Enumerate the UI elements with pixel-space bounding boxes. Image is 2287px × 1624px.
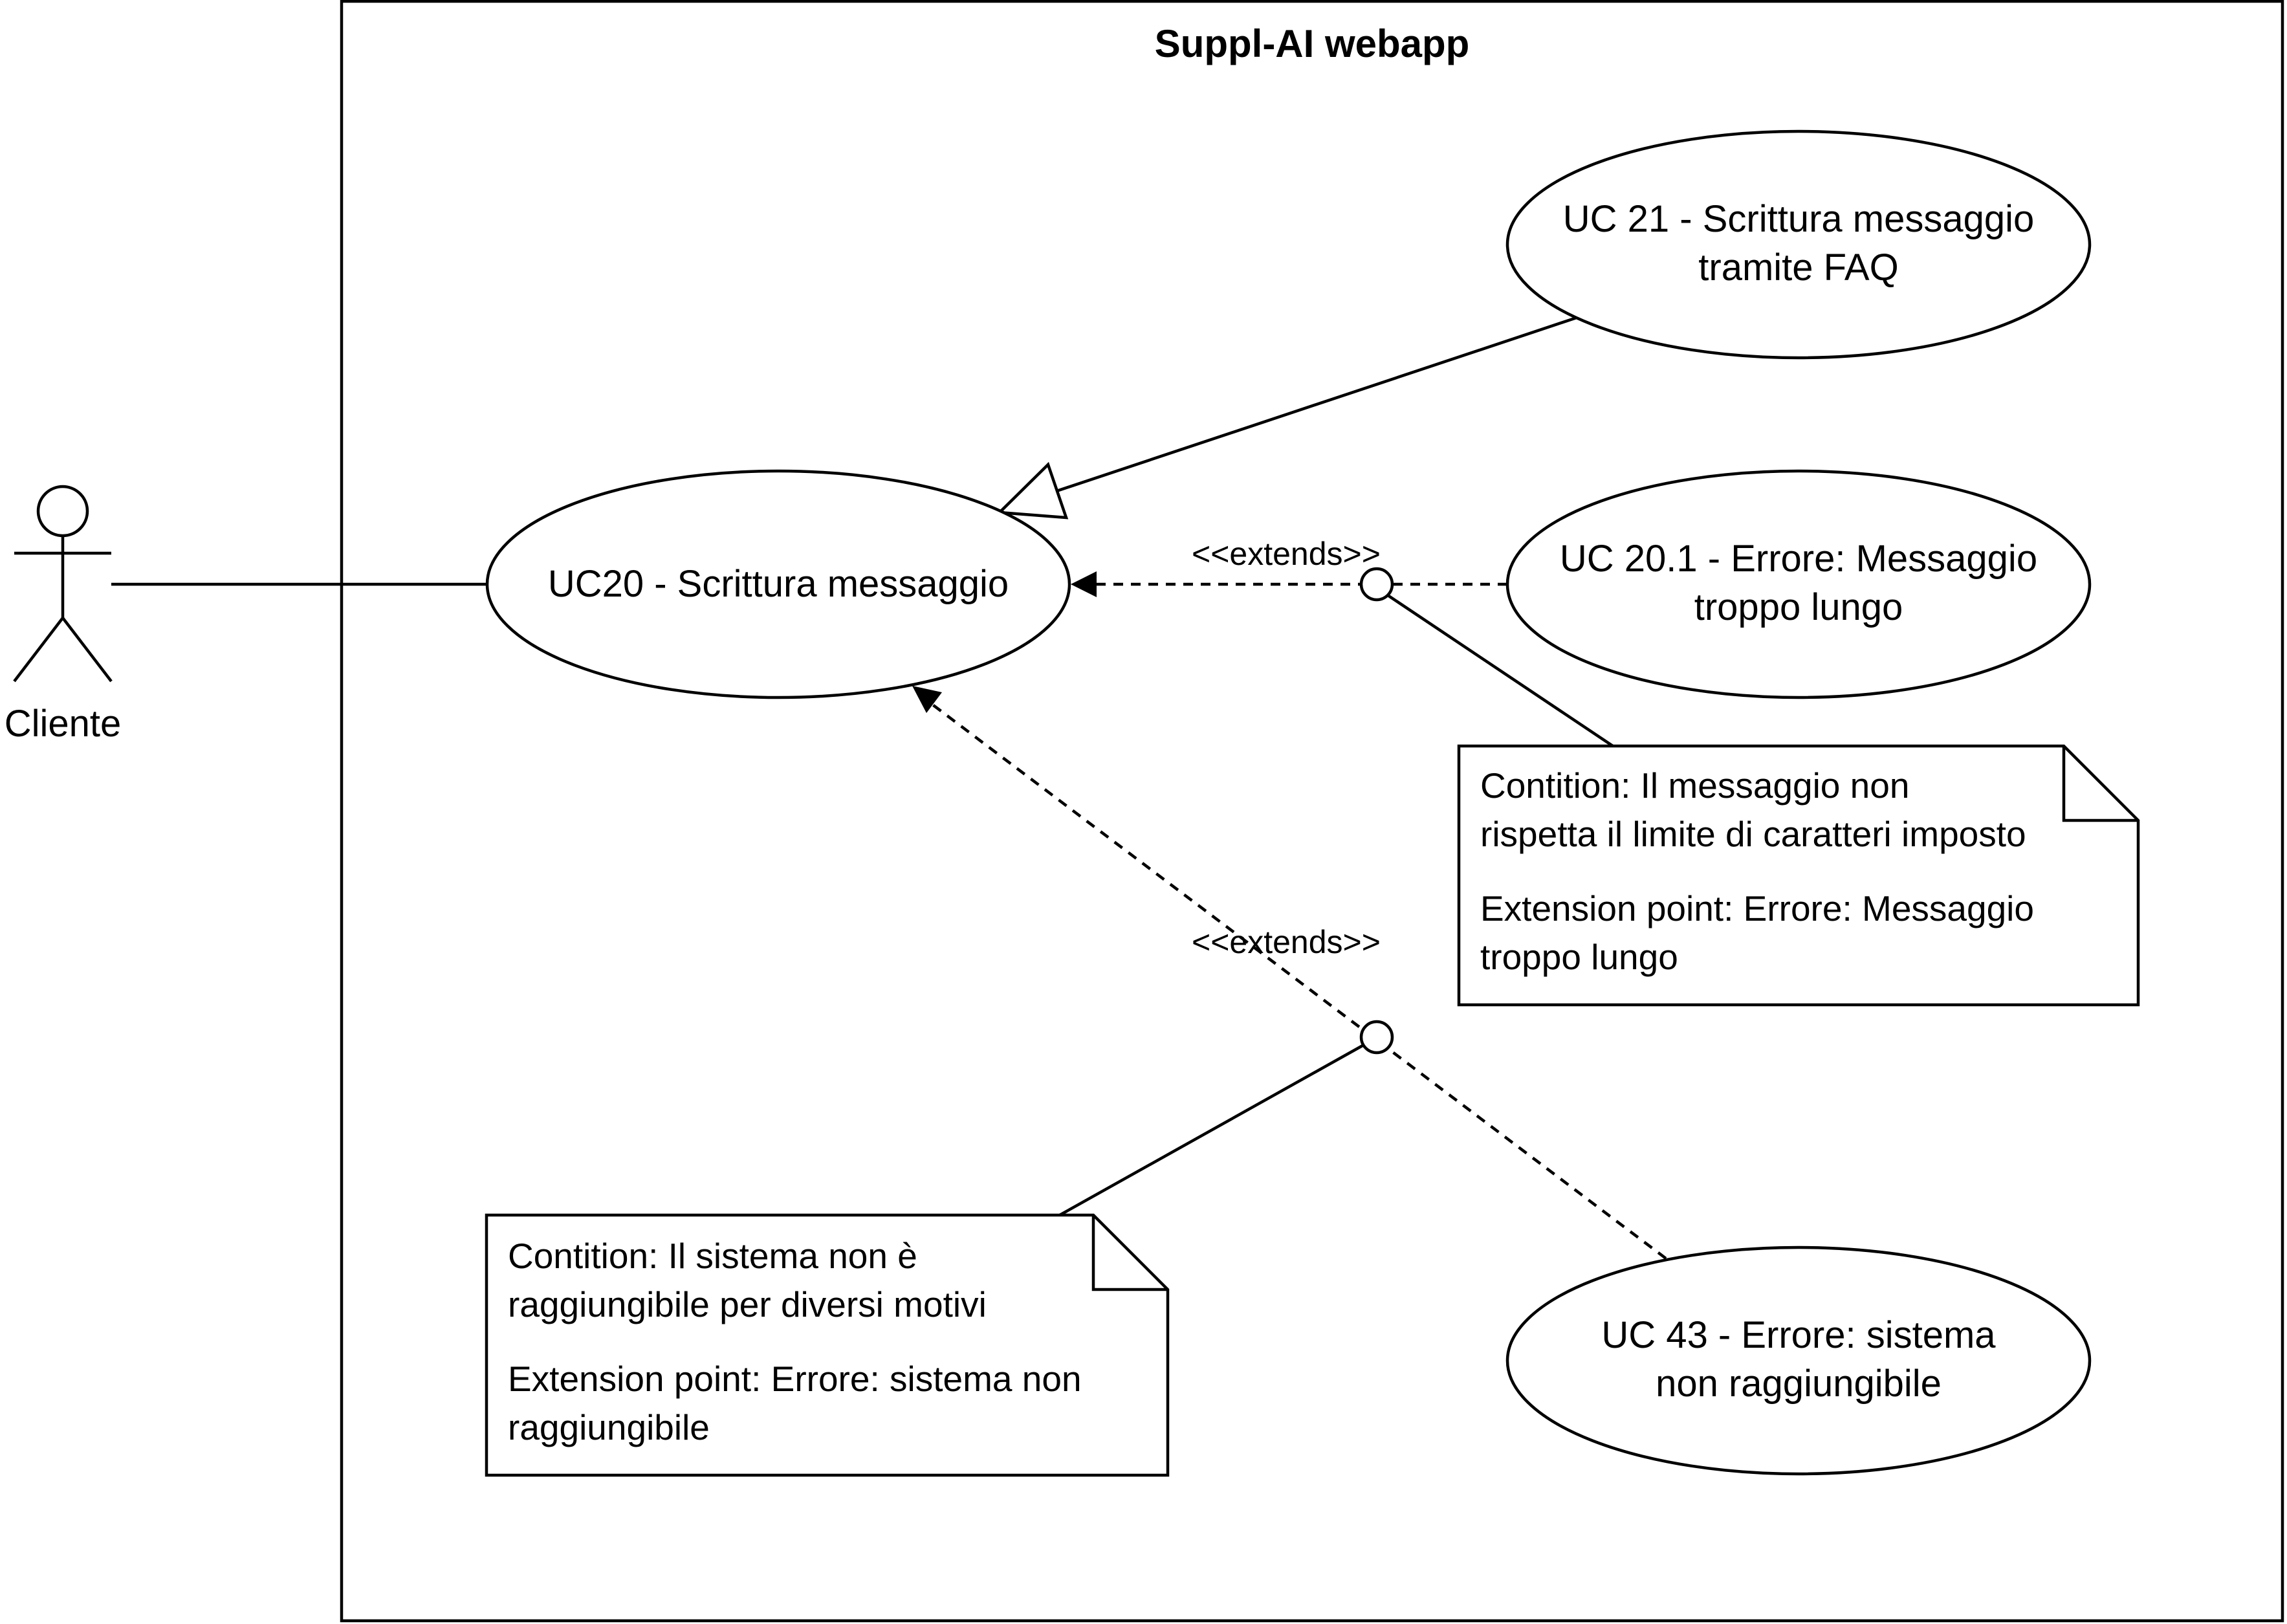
note-2-extension-line-1: Extension point: Errore: sistema non: [508, 1359, 1082, 1399]
generalization-line: [1054, 315, 1579, 494]
use-case-uc20-1: UC 20.1 - Errore: Messaggio troppo lungo: [1505, 469, 2092, 699]
uc20-1-label-line-2: troppo lungo: [1694, 586, 1903, 628]
actor-right-leg: [61, 617, 113, 683]
actor-label: Cliente: [5, 703, 122, 745]
actor-left-leg: [13, 617, 64, 683]
extension-point-marker-1: [1359, 567, 1394, 602]
note-2-extension-line-2: raggiungibile: [508, 1407, 710, 1447]
uc21-label-line-1: UC 21 - Scrittura messaggio: [1563, 198, 2034, 240]
use-case-uc20: UC20 - Scrittura messaggio: [485, 469, 1071, 699]
extends-arrowhead-1: [1071, 571, 1097, 597]
extends-label-2: <<extends>>: [1192, 924, 1381, 960]
actor-head: [36, 485, 89, 538]
uc21-label-line-2: tramite FAQ: [1698, 247, 1898, 289]
note-1-condition-line-2: rispetta il limite di caratteri imposto: [1480, 814, 2026, 854]
note-1-condition-line-1: Contition: Il messaggio non: [1480, 765, 1909, 806]
note-connector-2: [1058, 1044, 1365, 1216]
use-case-uc43: UC 43 - Errore: sistema non raggiungibil…: [1505, 1245, 2092, 1476]
uc43-label-line-2: non raggiungibile: [1656, 1363, 1942, 1405]
uc43-label-line-1: UC 43 - Errore: sistema: [1601, 1314, 1996, 1356]
system-title: Suppl-AI webapp: [1155, 22, 1470, 65]
note-1-extension-line-2: troppo lungo: [1480, 937, 1678, 977]
extends-line-2: [930, 703, 1667, 1260]
note-1-extension-line-1: Extension point: Errore: Messaggio: [1480, 888, 2034, 928]
actor-cliente: Cliente: [5, 485, 122, 745]
uc20-1-label-line-1: UC 20.1 - Errore: Messaggio: [1560, 538, 2037, 580]
generalization-arrowhead: [996, 461, 1069, 520]
uc20-label: UC20 - Scrittura messaggio: [548, 563, 1009, 605]
extends-arrowhead-2: [912, 686, 942, 713]
extends-label-1: <<extends>>: [1192, 536, 1381, 572]
extension-point-marker-2: [1359, 1020, 1394, 1055]
note-2-condition-line-1: Contition: Il sistema non è: [508, 1236, 917, 1276]
note-connector-1: [1386, 594, 1614, 747]
note-2: Contition: Il sistema non è raggiungibil…: [485, 1213, 1170, 1477]
use-case-uc21: UC 21 - Scrittura messaggio tramite FAQ: [1505, 129, 2092, 360]
note-2-condition-line-2: raggiungibile per diversi motivi: [508, 1284, 987, 1324]
note-1: Contition: Il messaggio non rispetta il …: [1457, 744, 2140, 1007]
system-boundary: [340, 0, 2284, 1623]
